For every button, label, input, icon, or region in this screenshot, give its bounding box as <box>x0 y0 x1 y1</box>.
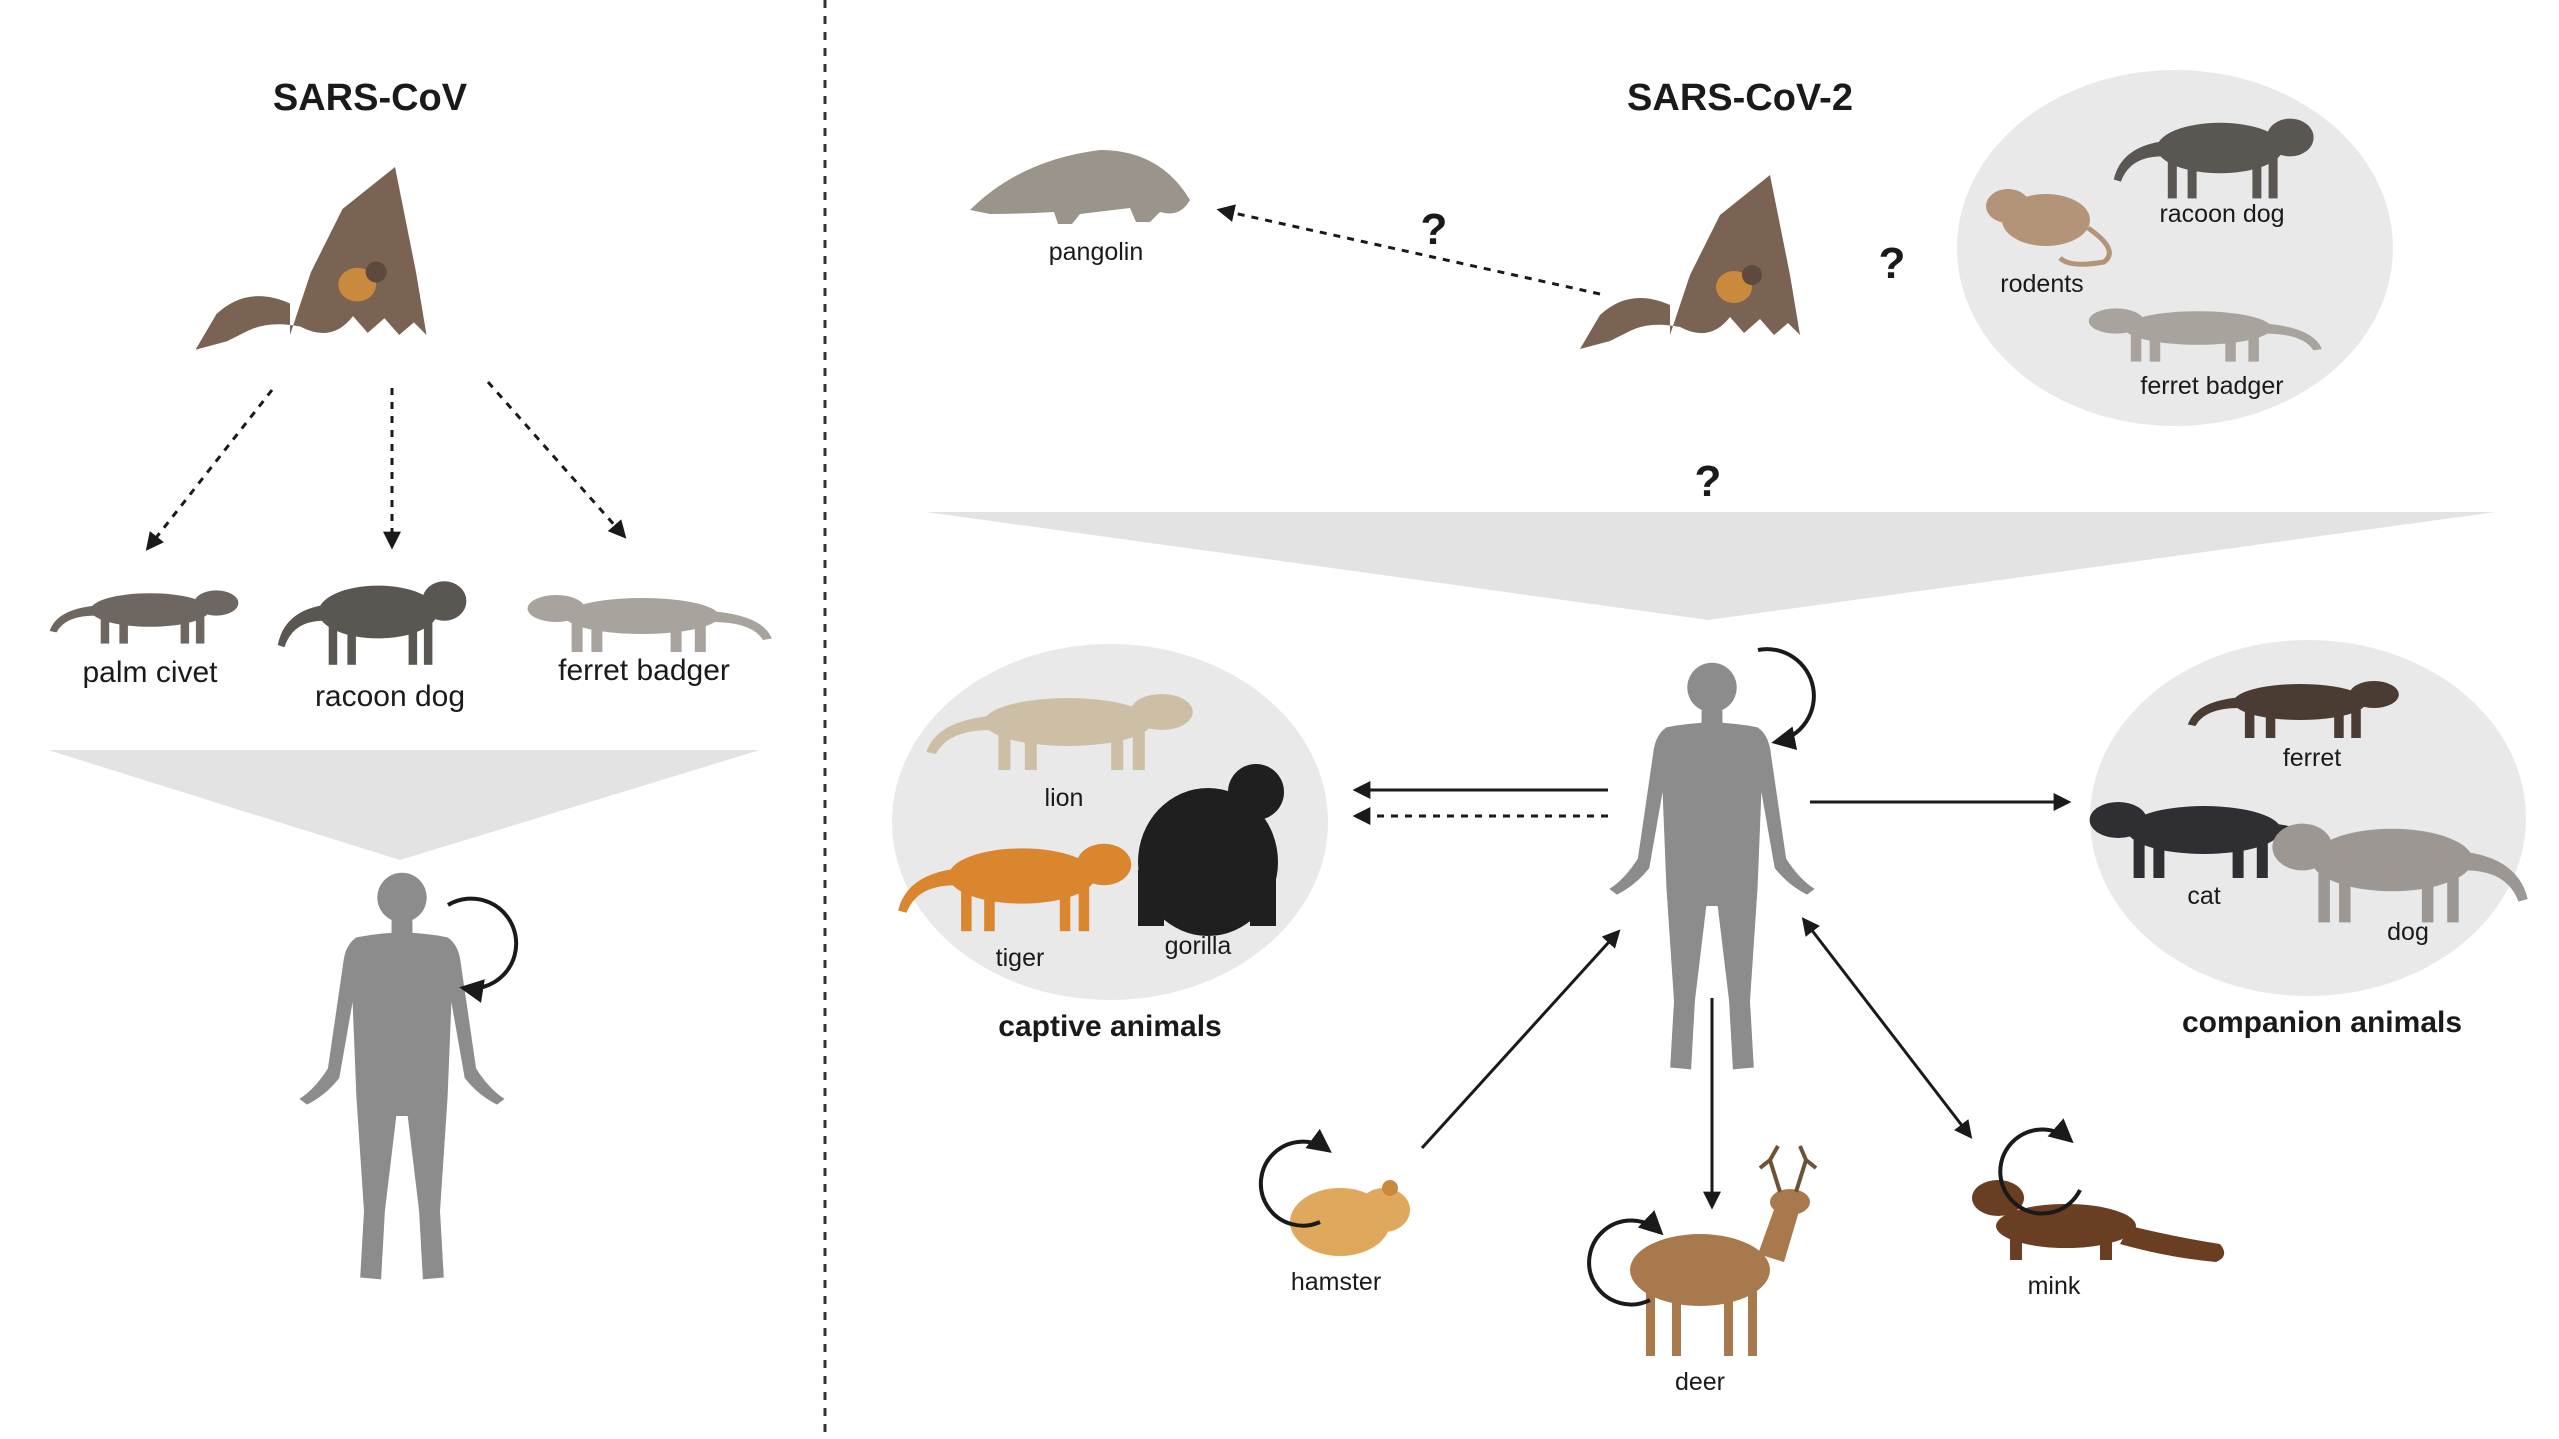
label-pangolin: pangolin <box>1049 238 1144 266</box>
pangolin-icon <box>970 150 1190 224</box>
label-palm-civet: palm civet <box>82 656 218 689</box>
label-racoon-dog: racoon dog <box>315 680 465 713</box>
left-title: SARS-CoV <box>273 77 468 119</box>
label-cat: cat <box>2187 882 2220 910</box>
companion-group <box>2090 640 2526 996</box>
label-ferret: ferret <box>2283 744 2341 772</box>
human-icon <box>299 872 505 1280</box>
arrow-human-mink <box>1801 917 1973 1139</box>
right-funnel <box>926 512 2496 620</box>
deer-self-arrow <box>1587 1210 1664 1307</box>
gorilla-icon <box>1138 764 1284 936</box>
left-funnel <box>48 750 760 860</box>
human-self-arrow <box>446 896 519 1003</box>
left-panel: SARS-CoV palm civet racoon dog ferret ba… <box>48 77 772 1280</box>
badger-icon <box>527 595 772 652</box>
bat-icon-2 <box>1580 175 1800 349</box>
bat-icon <box>195 167 427 350</box>
civet-icon <box>49 590 239 644</box>
mink-self-arrow <box>1998 1118 2082 1216</box>
hamster-icon <box>1290 1180 1410 1256</box>
label-hamster: hamster <box>1291 1268 1381 1296</box>
mink-icon <box>1972 1180 2225 1262</box>
label-ferret-badger: ferret badger <box>558 654 730 687</box>
arrow-bat-badger <box>486 381 627 539</box>
label-racoon-dog-2: racoon dog <box>2159 200 2284 228</box>
label-dog: dog <box>2387 918 2429 946</box>
captive-title: captive animals <box>998 1010 1221 1043</box>
reservoir-group <box>1957 70 2393 426</box>
label-rodents: rodents <box>2000 270 2083 298</box>
arrow-bat-pangolin <box>1216 204 1601 296</box>
deer-icon <box>1630 1145 1818 1356</box>
arrow-hamster-human <box>1420 929 1621 1150</box>
label-tiger: tiger <box>996 944 1045 972</box>
rodent-icon <box>1986 189 2112 267</box>
label-ferret-badger-2: ferret badger <box>2140 372 2283 400</box>
label-mink: mink <box>2028 1272 2081 1300</box>
right-title: SARS-CoV-2 <box>1627 77 1853 119</box>
question-pangolin: ? <box>1421 205 1448 254</box>
racoon-dog-icon <box>277 581 467 665</box>
companion-title: companion animals <box>2182 1006 2462 1039</box>
label-gorilla: gorilla <box>1165 932 1232 960</box>
arrow-bat-civet <box>145 389 274 551</box>
right-panel: SARS-CoV-2 pangolin ? ? racoon dog roden… <box>892 70 2528 1396</box>
question-reservoir: ? <box>1879 239 1906 288</box>
human-self-arrow-2 <box>1757 647 1816 751</box>
question-funnel: ? <box>1695 457 1722 506</box>
label-lion: lion <box>1045 784 1084 812</box>
label-deer: deer <box>1675 1368 1725 1396</box>
hamster-self-arrow <box>1258 1128 1332 1228</box>
